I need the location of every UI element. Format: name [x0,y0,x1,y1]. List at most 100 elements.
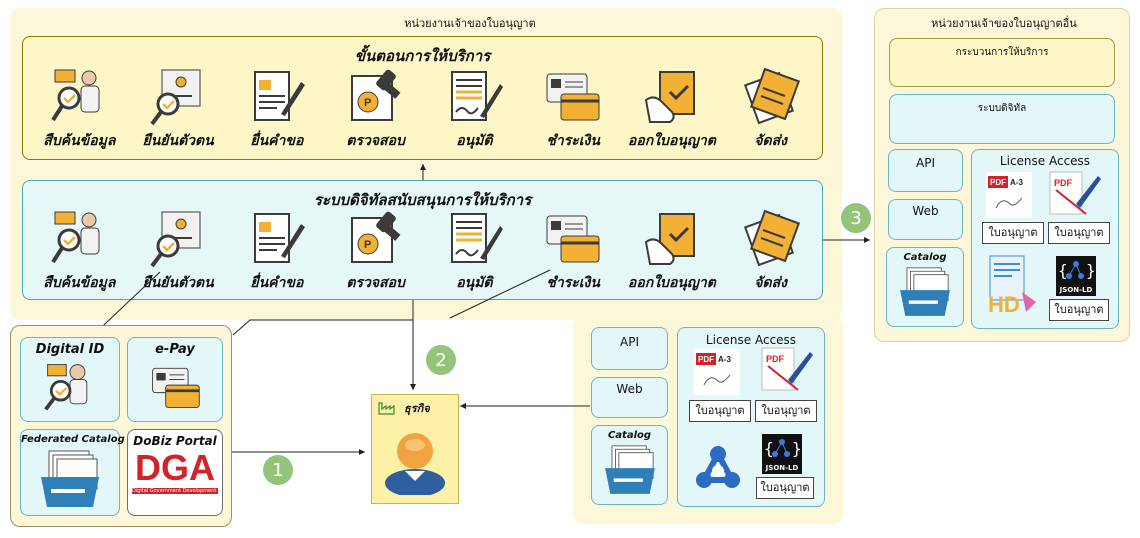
digital-step[interactable]: ชำระเงิน [524,208,623,308]
process-step[interactable]: สืบค้นข้อมูล [30,66,129,166]
dobiz-portal-label: DoBiz Portal [133,434,217,448]
right-api-label: API [916,156,935,170]
badge-2: 2 [426,345,456,375]
business-card[interactable]: ธุรกิจ [371,394,459,504]
badge-3: 3 [841,203,871,233]
process-step[interactable]: อนุมัติ [425,66,524,166]
main-panel-title: หน่วยงานเจ้าของใบอนุญาต [404,17,536,30]
svg-text:A-3: A-3 [718,355,731,364]
svg-text:}: } [1086,261,1096,280]
federated-catalog-card[interactable]: Federated Catalog [20,429,125,516]
right-panel-title: หน่วยงานเจ้าของใบอนุญาตอื่น [931,17,1077,30]
payment-card-icon [543,66,603,126]
digital-step[interactable]: จัดส่ง [721,208,820,308]
federated-catalog-label: Federated Catalog [21,434,125,445]
digital-step-label: อนุมัติ [456,275,493,291]
bottom-license-item-3[interactable]: ใบอนุญาต [756,477,814,499]
svg-text:}: } [792,439,802,458]
svg-text:P: P [364,239,371,251]
svg-text:{: { [1058,261,1068,280]
bottom-catalog-icon [600,441,660,497]
right-license-item-1[interactable]: ใบอนุญาต [982,222,1044,244]
digital-id-card[interactable]: Digital ID [20,337,120,422]
approve-sign-icon [444,208,504,268]
digital-step-label: ชำระเงิน [546,275,600,291]
digital-step-label: ยื่นคำขอ [250,275,304,291]
digital-step[interactable]: อนุมัติ [425,208,524,308]
process-step[interactable]: ยื่นคำขอ [228,66,327,166]
deliver-document-icon [741,208,801,268]
process-panel-title: ขั้นตอนการให้บริการ [354,47,491,65]
digital-step[interactable]: ยืนยันตัวตน [129,208,228,308]
deliver-document-icon [741,66,801,126]
inspect-stamp-icon: P [346,208,406,268]
inspect-stamp-icon: P [346,66,406,126]
verify-identity-icon [148,66,208,126]
right-json-ld-label: JSON-LD [1059,286,1093,294]
digital-step[interactable]: สืบค้นข้อมูล [30,208,129,308]
right-pdf-sign-icon: PDF [1045,168,1103,220]
process-step[interactable]: ชำระเงิน [524,66,623,166]
right-digital-system-label: ระบบดิจิทัล [977,103,1027,114]
digital-id-icon [42,359,98,415]
e-pay-card[interactable]: e-Pay [127,337,223,422]
process-step[interactable]: P ตรวจสอบ [326,66,425,166]
search-icon [49,208,109,268]
dga-logo: DGA [135,447,215,488]
verify-identity-icon [148,208,208,268]
factory-icon [378,402,395,415]
bottom-api-box[interactable]: API [591,327,668,370]
bottom-web-box[interactable]: Web [591,377,668,418]
process-step[interactable]: ออกใบอนุญาต [623,66,722,166]
process-step[interactable]: ยืนยันตัวตน [129,66,228,166]
right-service-process-label: กระบวนการให้บริการ [955,47,1049,58]
right-license-item-2[interactable]: ใบอนุญาต [1048,222,1110,244]
dobiz-portal-card[interactable]: DoBiz Portal DGA Digital Government Deve… [127,429,223,516]
process-step-label: ออกใบอนุญาต [627,133,716,149]
bottom-api-label: API [620,335,639,349]
right-service-process-box[interactable]: กระบวนการให้บริการ [889,38,1115,87]
right-web-box[interactable]: Web [888,199,963,240]
e-pay-label: e-Pay [155,342,195,357]
process-step[interactable]: จัดส่ง [721,66,820,166]
right-catalog-label: Catalog [903,252,947,263]
svg-text:PDF: PDF [766,354,785,364]
issue-license-icon [642,208,702,268]
right-license-item-3[interactable]: ใบอนุญาต [1049,299,1109,321]
right-document-html-icon: HD [982,252,1044,322]
payment-card-icon [147,359,203,415]
digital-step-label: ยืนยันตัวตน [142,275,214,291]
bottom-catalog-label: Catalog [607,430,652,441]
svg-text:{: { [764,439,774,458]
svg-text:PDF: PDF [1054,178,1073,188]
business-label: ธุรกิจ [404,402,430,415]
digital-step-label: ออกใบอนุญาต [627,275,716,291]
svg-text:HD: HD [988,292,1020,317]
bottom-json-ld-label: JSON-LD [765,464,799,472]
right-digital-system-box[interactable]: ระบบดิจิทัล [889,94,1115,144]
search-icon [49,66,109,126]
right-json-ld-icon: {} [1054,254,1098,298]
right-api-box[interactable]: API [888,149,963,192]
right-catalog-box[interactable]: Catalog [886,247,964,327]
bottom-catalog-box[interactable]: Catalog [591,425,668,505]
submit-form-icon [247,208,307,268]
badge-1: 1 [263,455,293,485]
process-step-label: สืบค้นข้อมูล [43,133,116,149]
digital-step[interactable]: ออกใบอนุญาต [623,208,722,308]
process-step-label: ยืนยันตัวตน [142,133,214,149]
bottom-license-item-2[interactable]: ใบอนุญาต [755,400,817,422]
bottom-license-access-title: License Access [705,333,797,347]
svg-text:A-3: A-3 [1010,178,1023,187]
process-step-label: ตรวจสอบ [346,133,405,149]
right-web-label: Web [912,204,939,218]
digital-step[interactable]: ยื่นคำขอ [228,208,327,308]
process-step-label: จัดส่ง [754,133,787,149]
bottom-license-item-1[interactable]: ใบอนุญาต [689,400,751,422]
approve-sign-icon [444,66,504,126]
